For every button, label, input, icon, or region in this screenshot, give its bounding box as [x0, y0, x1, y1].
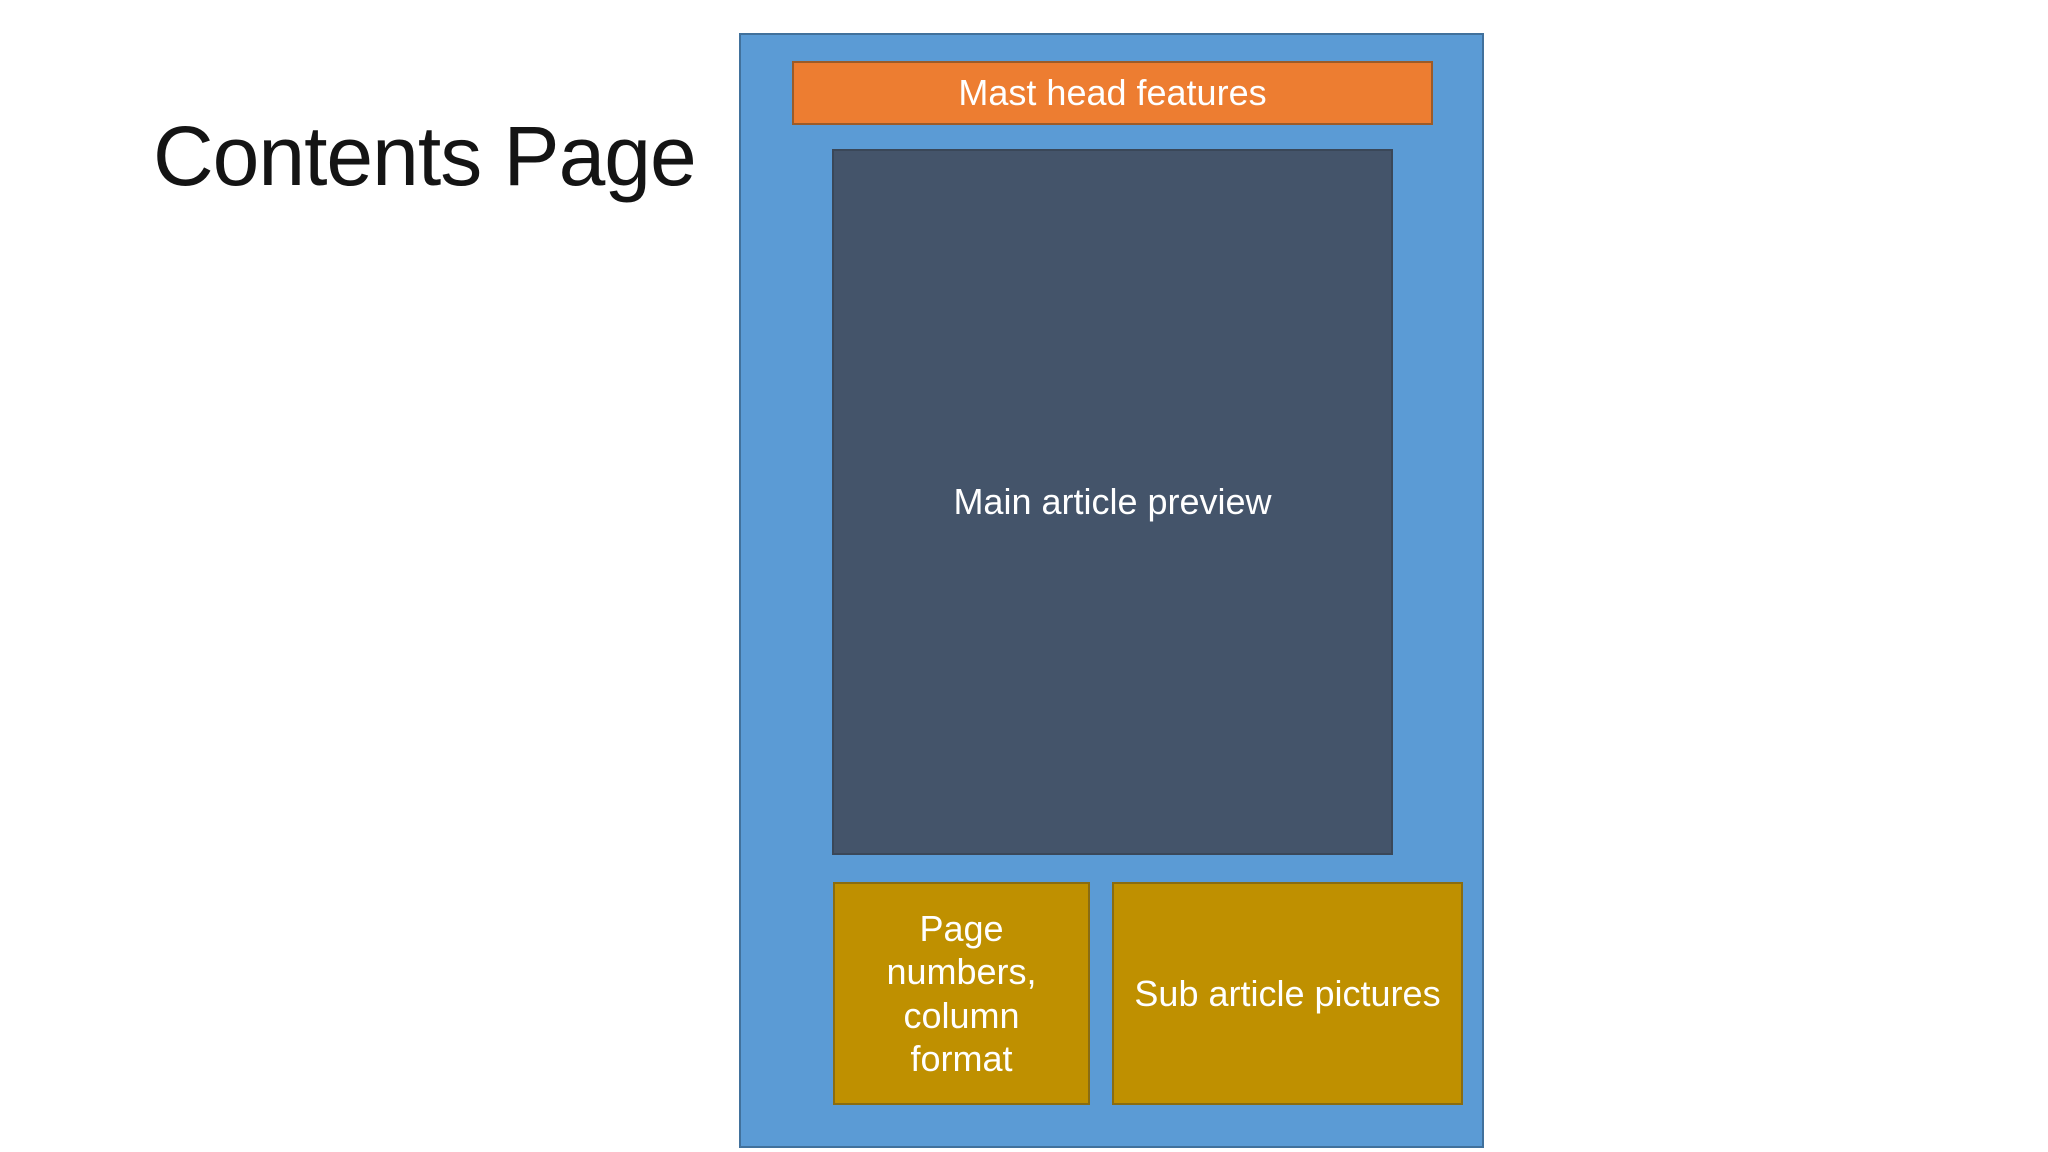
page-numbers-label: Page numbers, column format: [886, 908, 1037, 1079]
masthead-box: Mast head features: [792, 61, 1433, 125]
main-article-preview-label: Main article preview: [953, 481, 1272, 523]
masthead-label: Mast head features: [958, 72, 1267, 114]
main-article-preview-box: Main article preview: [832, 149, 1393, 855]
sub-article-pictures-label: Sub article pictures: [1134, 972, 1441, 1014]
page-numbers-box: Page numbers, column format: [833, 882, 1090, 1105]
slide-title: Contents Page: [153, 109, 697, 203]
sub-article-pictures-box: Sub article pictures: [1112, 882, 1463, 1105]
contents-page-mockup-panel: Mast head features Main article preview …: [739, 33, 1484, 1148]
